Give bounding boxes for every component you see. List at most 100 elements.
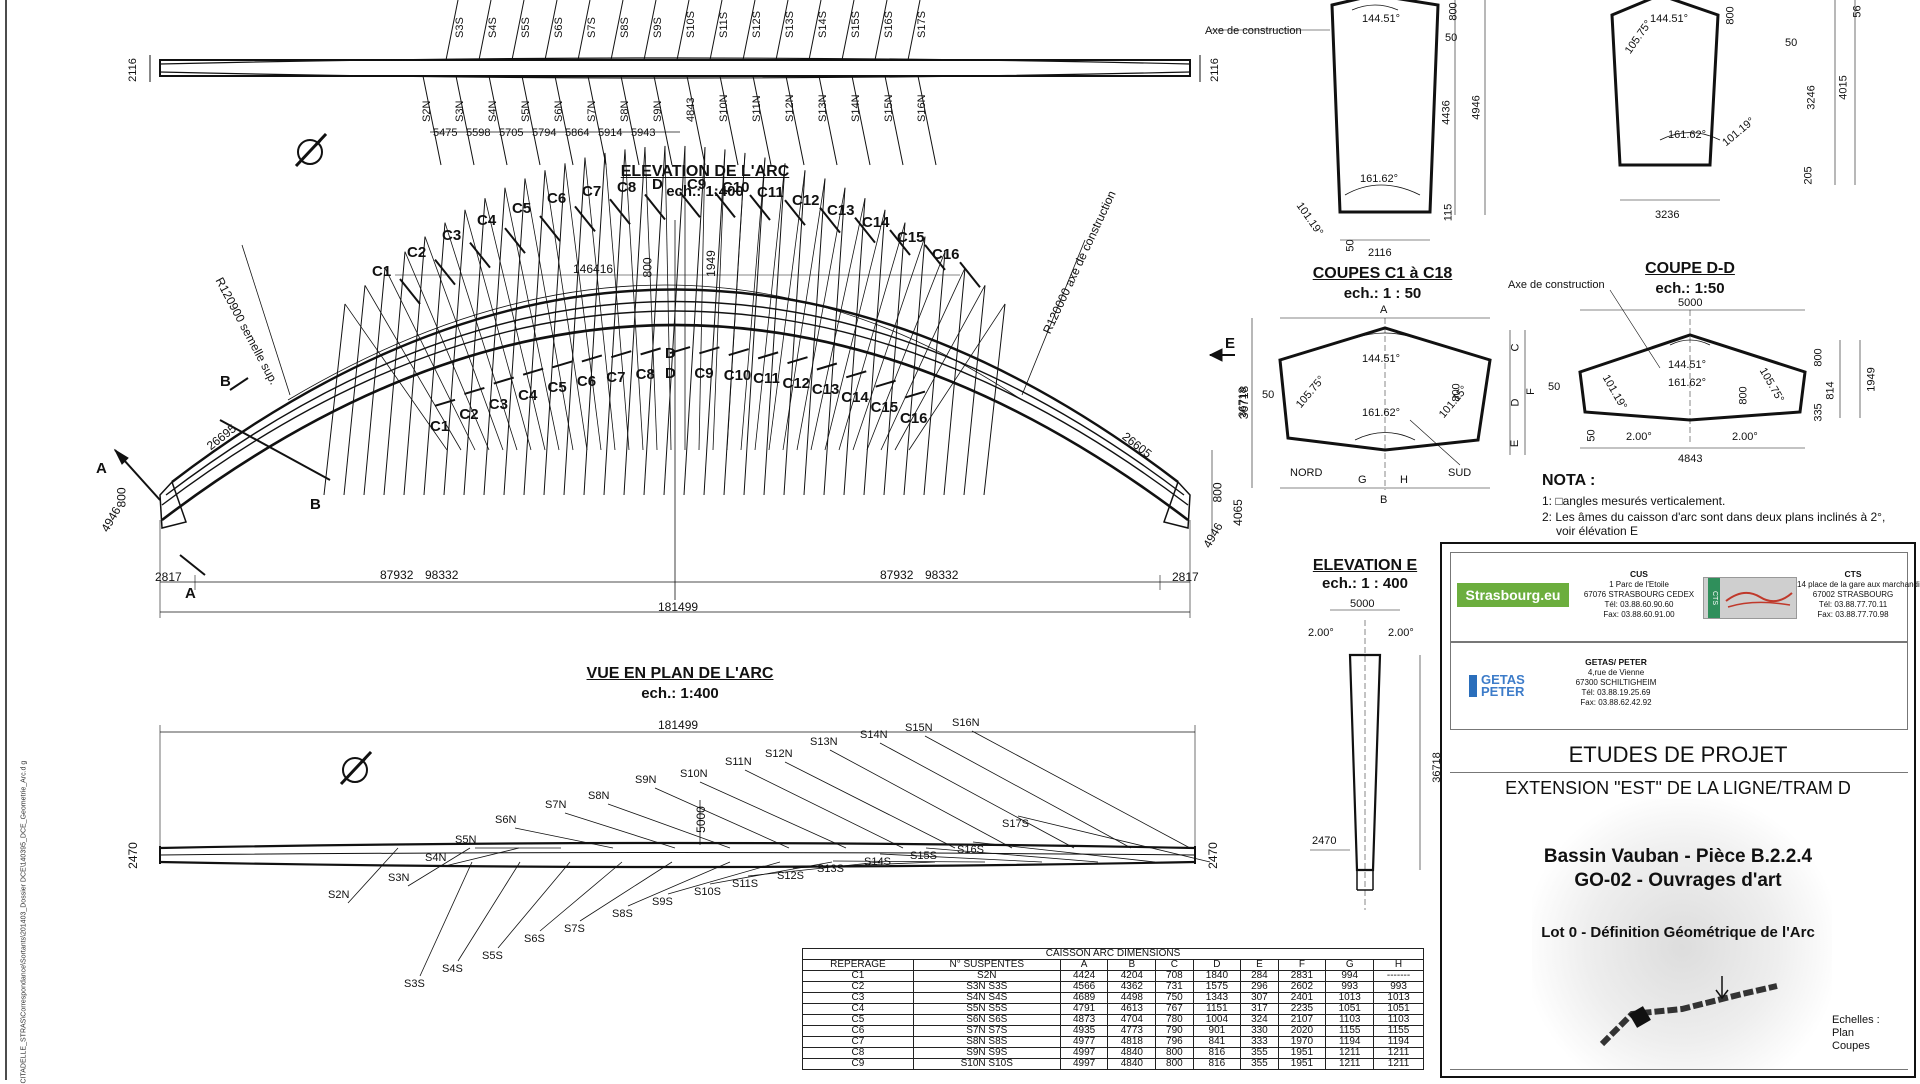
elevation-hanger-line (908, 303, 1006, 451)
end-dim-800-left: 800 (114, 487, 129, 508)
table-header-cell: A (1059, 959, 1109, 971)
top-hanger-line (511, 0, 525, 61)
top-hanger-line (917, 75, 937, 166)
elev-e-slope-l: 2.00° (1308, 627, 1334, 639)
mark-d: D (665, 345, 676, 362)
elevation-hanger-line (343, 285, 366, 496)
plan-hanger-line-n (699, 781, 847, 849)
coupe-c-d50: 50 (1262, 389, 1275, 401)
title-block: Strasbourg.eu CUS 1 Parc de l'Etoile 670… (1440, 542, 1920, 1078)
table-cell: S3N S3S (912, 981, 1061, 993)
table-cell: 1211 (1325, 1047, 1375, 1059)
top-hanger-label-s: S6S (553, 17, 565, 38)
section-cut-arrow (819, 207, 841, 234)
top-hanger-label-n: S14N (850, 94, 862, 122)
top-spacing-label: 5794 (532, 127, 557, 139)
getas-address-2: 67300 SCHILTIGHEIM (1575, 678, 1657, 687)
top-hanger-line (544, 0, 558, 61)
section-cut-arrow (784, 199, 806, 226)
elevation-hanger-line (803, 178, 826, 496)
section-cut-arrow (714, 191, 736, 219)
top-spacing-label: 5914 (598, 127, 623, 139)
top-hanger-label-s: S10S (685, 11, 697, 38)
section-label-lower: C16 (900, 409, 928, 427)
coupe-c-d800: 800 (1450, 383, 1463, 402)
top-plan-strip: 2116 2116 (127, 0, 1221, 168)
section-cut-arrow (469, 242, 491, 269)
table-cell: 307 (1240, 992, 1279, 1004)
elevation-hanger-line (698, 147, 706, 451)
coupe-c-angle-top: 144.51° (1362, 353, 1401, 365)
coupe-d-axe: Axe de construction (1508, 279, 1605, 291)
top-hanger-label-s: S7S (586, 17, 598, 38)
elevation-hanger-line (563, 157, 586, 496)
top-hanger-label-n: S6N (553, 100, 565, 122)
plan-hanger-line-n (784, 761, 956, 849)
table-cell: 1951 (1277, 1058, 1327, 1070)
coupe-c-angle-bottom: 161.62° (1362, 407, 1401, 419)
elevation-hanger-line (923, 251, 946, 496)
elevation-hanger-line (344, 303, 448, 451)
table-cell: 750 (1155, 992, 1194, 1004)
elevation-hanger-line (712, 149, 726, 451)
plan-hanger-label-n: S6N (495, 814, 517, 826)
table-cell: 800 (1155, 1058, 1194, 1070)
plan-hanger-line-s (792, 861, 936, 869)
top-hanger-label-s: S11S (718, 11, 730, 38)
table-cell: 1211 (1373, 1058, 1424, 1070)
dim-2817-left: 2817 (155, 570, 182, 584)
plan-hanger-line-s (497, 861, 571, 949)
table-cell: 1103 (1373, 1014, 1424, 1026)
section-cut-arrow-low (493, 376, 515, 385)
cus-address-2: 67076 STRASBOURG CEDEX (1583, 590, 1695, 599)
dim-87932-left: 87932 (380, 568, 414, 582)
section-cut-arrow-low (845, 370, 867, 379)
title-block-partners-1: Strasbourg.eu CUS 1 Parc de l'Etoile 670… (1450, 552, 1920, 642)
elevation-hanger-line (524, 178, 574, 451)
top-hanger-label-n: S13N (817, 94, 829, 122)
table-header-cell: B (1107, 959, 1157, 971)
table-cell: S8N S8S (912, 1036, 1061, 1048)
nota-line-1: 1: □angles mesurés verticalement. (1542, 494, 1726, 508)
table-cell: 4935 (1059, 1025, 1109, 1037)
coupe-d-5000: 5000 (1678, 297, 1703, 309)
coupe-c-c: C (1509, 343, 1522, 352)
plan-hanger-line-n (407, 847, 471, 887)
elevation-hanger-line (564, 163, 602, 451)
plan-hanger-label-n: S11N (725, 756, 752, 768)
plan-hanger-line-s (667, 861, 781, 895)
table-cell: 4977 (1059, 1036, 1109, 1048)
table-cell: ------- (1373, 970, 1424, 982)
table-cell: 330 (1240, 1025, 1279, 1037)
table-cell: 317 (1240, 1003, 1279, 1015)
bassin-vauban-title: Bassin Vauban - Pièce B.2.2.4 (1543, 846, 1813, 867)
elevation-hanger-line (363, 267, 386, 496)
elev-e-2470: 2470 (1312, 835, 1337, 847)
elevation-hanger-line (883, 222, 906, 496)
table-cell: 4362 (1107, 981, 1157, 993)
table-cell: 731 (1155, 981, 1194, 993)
plan-hanger-label-s: S5S (482, 950, 503, 962)
plan-hanger-line-n (879, 742, 1075, 849)
section-cut-arrow-low (875, 379, 896, 388)
echelles-label: Echelles : (1832, 1014, 1880, 1026)
table-cell: 1951 (1277, 1047, 1327, 1059)
table-cell: 1194 (1373, 1036, 1424, 1048)
top-hanger-line (577, 0, 591, 61)
table-cell: 1155 (1325, 1025, 1375, 1037)
elevation-hanger-line (443, 209, 466, 496)
table-cell: 800 (1155, 1047, 1194, 1059)
top-hanger-line (851, 75, 871, 166)
plan-hanger-line-s (925, 847, 1099, 863)
elevation-hanger-line (824, 209, 886, 451)
dim-98332-right: 98332 (925, 568, 959, 582)
plan-hanger-line-n (744, 769, 904, 849)
cus-logo: Strasbourg.eu (1457, 583, 1569, 607)
section-label-lower: C10 (723, 367, 752, 385)
plan-hanger-line-s (457, 861, 521, 962)
elevation-hanger-line (894, 285, 986, 451)
